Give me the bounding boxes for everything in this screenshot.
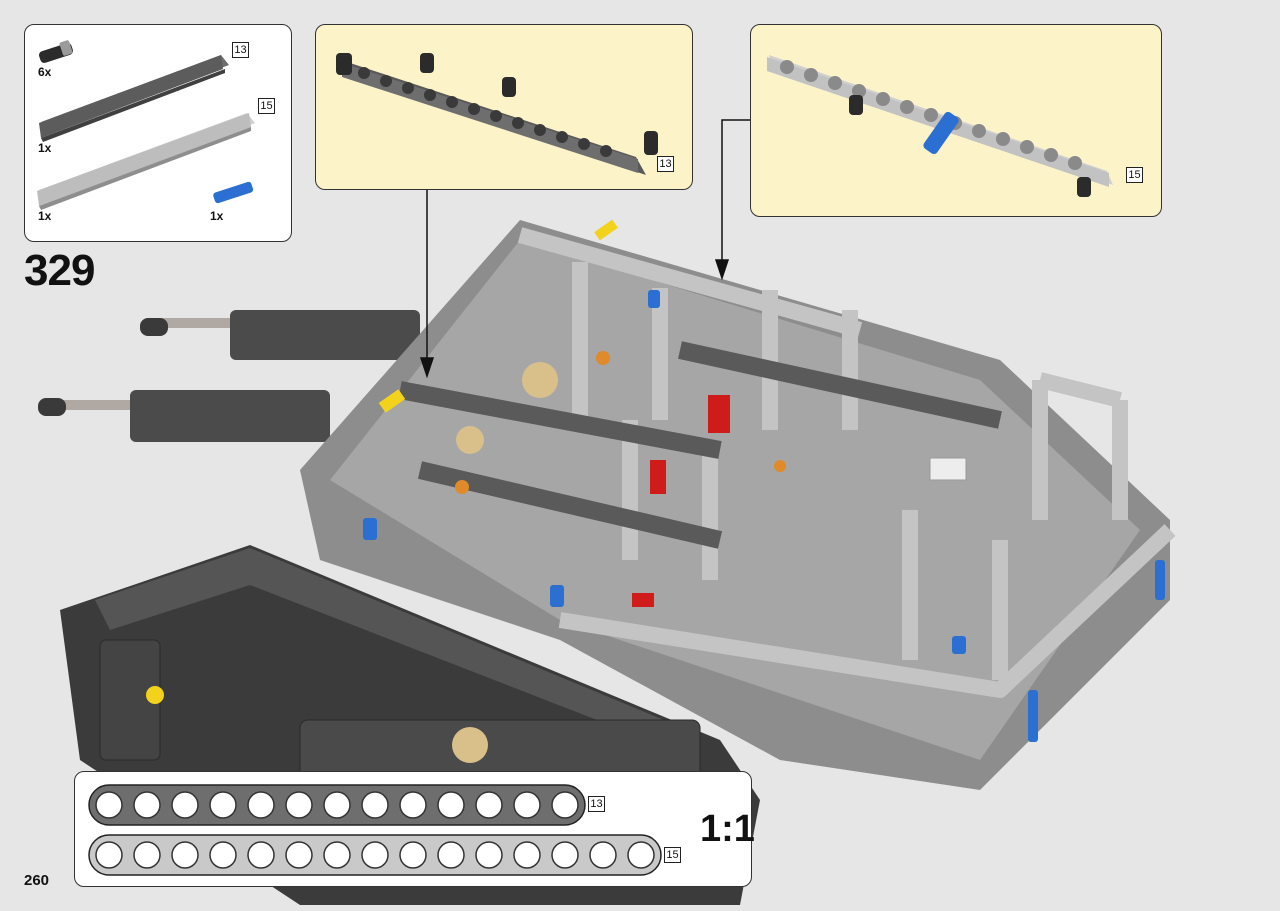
ruler-hole — [551, 841, 579, 869]
ruler-hole — [513, 791, 541, 819]
length-badge-13: 13 — [232, 42, 249, 58]
callout-beam-15-art — [767, 55, 1113, 197]
ruler-hole — [475, 841, 503, 869]
ruler-hole — [551, 791, 579, 819]
qty-light-beam: 1x — [38, 209, 52, 223]
ruler-hole — [285, 791, 313, 819]
scale-ruler-art — [88, 784, 662, 876]
callout-beam-15: 15 — [750, 24, 1162, 217]
ruler-hole — [399, 791, 427, 819]
parts-list-art — [37, 40, 255, 210]
ruler-hole — [627, 841, 655, 869]
ruler-length-badge-15: 15 — [664, 847, 681, 863]
ruler-hole — [323, 841, 351, 869]
scale-ruler-panel: 13 15 — [74, 771, 752, 887]
qty-dark-beam: 1x — [38, 141, 52, 155]
ruler-hole — [361, 791, 389, 819]
blue-axle-pin-icon — [213, 181, 254, 204]
ruler-hole — [247, 791, 275, 819]
ruler-hole — [323, 791, 351, 819]
ruler-hole — [589, 841, 617, 869]
page-number: 260 — [24, 872, 50, 889]
ruler-hole — [437, 841, 465, 869]
hydraulic-cylinders — [38, 310, 420, 442]
qty-blue-pin: 1x — [210, 209, 224, 223]
step-number: 329 — [24, 246, 95, 295]
parts-list-panel: 6x 1x 1x 1x 13 15 — [24, 24, 292, 242]
ruler-hole — [133, 841, 161, 869]
ruler-hole — [361, 841, 389, 869]
chassis-frame — [146, 219, 1176, 790]
dark-beam-13-icon — [39, 55, 229, 142]
ruler-hole — [247, 841, 275, 869]
callout-a-length-badge: 13 — [657, 156, 674, 172]
qty-black-pin: 6x — [38, 65, 52, 79]
ruler-hole — [475, 791, 503, 819]
ruler-hole — [95, 791, 123, 819]
ruler-hole — [95, 841, 123, 869]
callout-arrows — [419, 119, 750, 379]
ruler-hole — [209, 841, 237, 869]
ruler-hole — [171, 791, 199, 819]
callout-beam-13: 13 — [315, 24, 693, 190]
callout-beam-13-art — [336, 53, 658, 175]
ruler-length-badge-13: 13 — [588, 796, 605, 812]
ruler-hole — [171, 841, 199, 869]
ruler-hole — [285, 841, 313, 869]
ruler-hole — [399, 841, 427, 869]
callout-b-length-badge: 15 — [1126, 167, 1143, 183]
ruler-hole — [209, 791, 237, 819]
ruler-hole — [133, 791, 161, 819]
scale-ratio-label: 1:1 — [700, 808, 755, 850]
black-pin-icon — [39, 40, 73, 63]
light-beam-15-icon — [37, 113, 255, 210]
ruler-hole — [437, 791, 465, 819]
ruler-hole — [513, 841, 541, 869]
length-badge-15: 15 — [258, 98, 275, 114]
